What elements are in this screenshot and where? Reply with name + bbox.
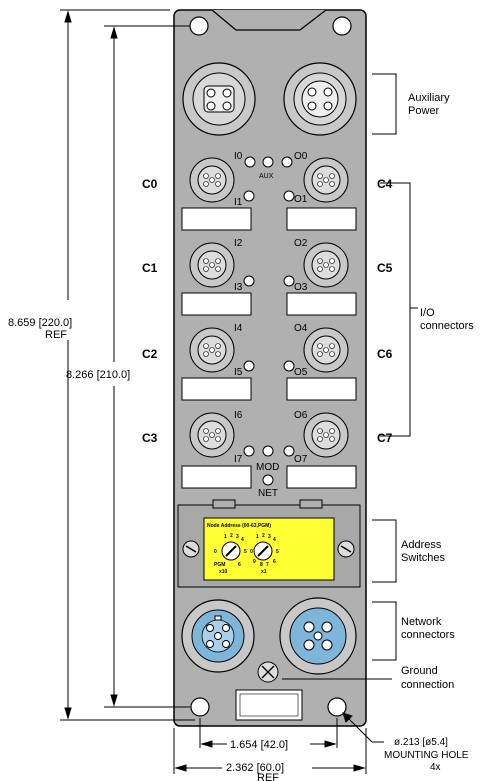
svg-text:0: 0 xyxy=(250,549,253,555)
dim-height-total: 8.659 [220.0] xyxy=(8,317,72,329)
aux-power-connector-right xyxy=(283,62,357,136)
svg-text:3: 3 xyxy=(268,534,271,540)
label-o5: O5 xyxy=(294,367,308,378)
callout-gnd-1: Ground xyxy=(401,665,438,677)
svg-text:5: 5 xyxy=(244,549,247,555)
label-c0: C0 xyxy=(142,177,158,191)
io-connector-c6 xyxy=(303,327,349,373)
mounting-hole xyxy=(332,16,352,36)
callout-net-2: connectors xyxy=(401,629,455,641)
status-leds xyxy=(243,156,295,486)
label-c4: C4 xyxy=(377,177,393,191)
mounting-hole xyxy=(327,697,347,717)
svg-text:3: 3 xyxy=(236,534,239,540)
label-i0: I0 xyxy=(234,151,243,162)
dim-hole-size: ø.213 [ø5.4] xyxy=(394,737,448,748)
svg-text:2: 2 xyxy=(262,533,265,539)
label-c5: C5 xyxy=(377,261,393,275)
svg-text:9: 9 xyxy=(253,559,256,565)
dim-width-total-ref: REF xyxy=(257,772,279,781)
io-connector-c0 xyxy=(189,157,235,203)
svg-text:8: 8 xyxy=(260,562,263,568)
panel-screw-right xyxy=(337,540,355,558)
address-pgm: PGM xyxy=(214,562,225,568)
io-connector-c4 xyxy=(303,157,349,203)
svg-text:1: 1 xyxy=(224,534,227,540)
callout-aux-power-1: Auxiliary xyxy=(408,92,450,104)
io-connector-c2 xyxy=(189,327,235,373)
mounting-hole xyxy=(190,697,210,717)
mounting-hole xyxy=(189,16,209,36)
svg-text:2: 2 xyxy=(230,533,233,539)
svg-text:1: 1 xyxy=(256,534,259,540)
label-c7: C7 xyxy=(377,431,393,445)
svg-text:7: 7 xyxy=(266,562,269,568)
label-i1: I1 xyxy=(234,197,243,208)
io-connector-c7 xyxy=(303,412,349,458)
callout-net-1: Network xyxy=(401,616,442,628)
address-x10: x10 xyxy=(219,569,228,575)
ground-screw xyxy=(257,661,279,683)
label-windows xyxy=(181,207,357,489)
svg-text:4: 4 xyxy=(273,537,276,543)
dimension-lines xyxy=(60,9,418,774)
dim-height-total-ref: REF xyxy=(45,329,67,341)
dim-width-holes: 1.654 [42.0] xyxy=(230,739,288,751)
dim-hole-label: MOUNTING HOLE xyxy=(384,750,469,761)
io-connector-c1 xyxy=(189,242,235,288)
label-i2: I2 xyxy=(234,238,243,249)
callout-addr-1: Address xyxy=(401,539,442,551)
address-x1: x1 xyxy=(261,569,267,575)
label-i3: I3 xyxy=(234,282,243,293)
label-o1: O1 xyxy=(294,194,308,205)
dim-hole-count: 4x xyxy=(430,762,441,773)
label-mod: MOD xyxy=(256,462,279,473)
svg-text:4: 4 xyxy=(241,537,244,543)
label-o6: O6 xyxy=(294,410,308,421)
network-connector-right xyxy=(279,597,357,675)
label-o2: O2 xyxy=(294,238,308,249)
label-c6: C6 xyxy=(377,347,393,361)
callout-io-2: connectors xyxy=(420,320,474,332)
callout-gnd-2: connection xyxy=(401,679,454,691)
address-panel-title: Node Address (00-63,PGM) xyxy=(207,523,271,529)
label-i7: I7 xyxy=(234,454,243,465)
panel-screw-left xyxy=(182,540,200,558)
dim-width-total: 2.362 [60.0] xyxy=(226,762,284,774)
dim-height-holes: 8.266 [210.0] xyxy=(66,369,130,381)
label-o7: O7 xyxy=(294,454,308,465)
label-i5: I5 xyxy=(234,367,243,378)
label-c3: C3 xyxy=(142,431,158,445)
network-connector-left xyxy=(181,599,255,673)
label-net: NET xyxy=(258,488,278,499)
svg-text:5: 5 xyxy=(276,549,279,555)
label-o4: O4 xyxy=(294,323,308,334)
svg-text:0: 0 xyxy=(214,549,217,555)
label-aux: AUX xyxy=(259,173,274,180)
io-connector-c3 xyxy=(189,412,235,458)
callout-io-1: I/O xyxy=(420,307,435,319)
label-i4: I4 xyxy=(234,323,243,334)
callout-addr-2: Switches xyxy=(401,552,446,564)
rotary-switch-x1[interactable] xyxy=(253,541,273,561)
label-c2: C2 xyxy=(142,347,158,361)
top-tab xyxy=(211,9,327,31)
aux-power-connector-left xyxy=(182,62,256,136)
label-i6: I6 xyxy=(234,410,243,421)
label-c1: C1 xyxy=(142,261,158,275)
callout-aux-power-2: Power xyxy=(408,105,440,117)
label-o0: O0 xyxy=(294,151,308,162)
rotary-switch-x10[interactable] xyxy=(221,541,241,561)
io-connector-c5 xyxy=(303,242,349,288)
svg-text:6: 6 xyxy=(238,562,241,568)
label-o3: O3 xyxy=(294,282,308,293)
svg-text:6: 6 xyxy=(273,559,276,565)
